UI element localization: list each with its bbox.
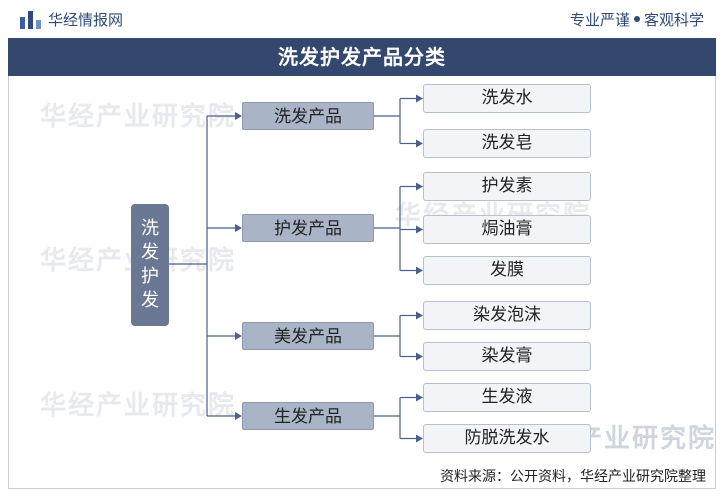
arrow-head-icon — [416, 94, 423, 103]
leaf-node: 发膜 — [423, 256, 591, 285]
content-frame — [8, 76, 716, 489]
watermark-logo: 华经产业研究院 — [40, 391, 237, 421]
bullet-icon — [633, 16, 640, 22]
leaf-node: 染发膏 — [423, 342, 591, 371]
root-char: 洗 — [141, 218, 159, 239]
category-node: 美发产品 — [242, 322, 374, 350]
arrow-head-icon — [416, 225, 423, 234]
top-bar: 华经情报网 专业严谨客观科学 — [0, 0, 724, 38]
leaf-node: 生发液 — [423, 383, 591, 412]
arrow-head-icon — [416, 352, 423, 361]
arrow-head-icon — [416, 393, 423, 402]
arrow-head-icon — [416, 311, 423, 320]
slogan: 专业严谨客观科学 — [570, 10, 704, 30]
category-node: 护发产品 — [242, 214, 374, 242]
arrow-head-icon — [235, 412, 242, 420]
leaf-node: 护发素 — [423, 172, 591, 201]
source-note: 资料来源：公开资料，华经产业研究院整理 — [440, 469, 706, 485]
leaf-node: 染发泡沫 — [423, 301, 591, 330]
leaf-node: 焗油膏 — [423, 215, 591, 244]
root-node: 洗发护发 — [131, 204, 169, 326]
arrow-head-icon — [416, 182, 423, 191]
arrow-head-icon — [235, 332, 242, 340]
arrow-head-icon — [416, 139, 423, 148]
leaf-node: 洗发水 — [423, 84, 591, 113]
category-node: 洗发产品 — [242, 102, 374, 130]
leaf-node: 防脱洗发水 — [423, 424, 591, 453]
arrow-head-icon — [416, 434, 423, 443]
category-node: 生发产品 — [242, 402, 374, 430]
root-char: 发 — [141, 290, 159, 311]
arrow-head-icon — [235, 112, 242, 120]
slogan-right: 客观科学 — [643, 11, 704, 29]
leaf-node: 洗发皂 — [423, 129, 591, 158]
root-char: 发 — [141, 242, 159, 263]
slogan-left: 专业严谨 — [569, 11, 630, 29]
root-char: 护 — [141, 266, 159, 287]
brand-name: 华经情报网 — [48, 11, 124, 29]
page-title: 洗发护发产品分类 — [8, 38, 716, 76]
arrow-head-icon — [235, 224, 242, 232]
arrow-head-icon — [416, 266, 423, 275]
bar-chart-logo-icon — [20, 11, 41, 29]
watermark-logo: 华经产业研究院 — [40, 102, 237, 132]
